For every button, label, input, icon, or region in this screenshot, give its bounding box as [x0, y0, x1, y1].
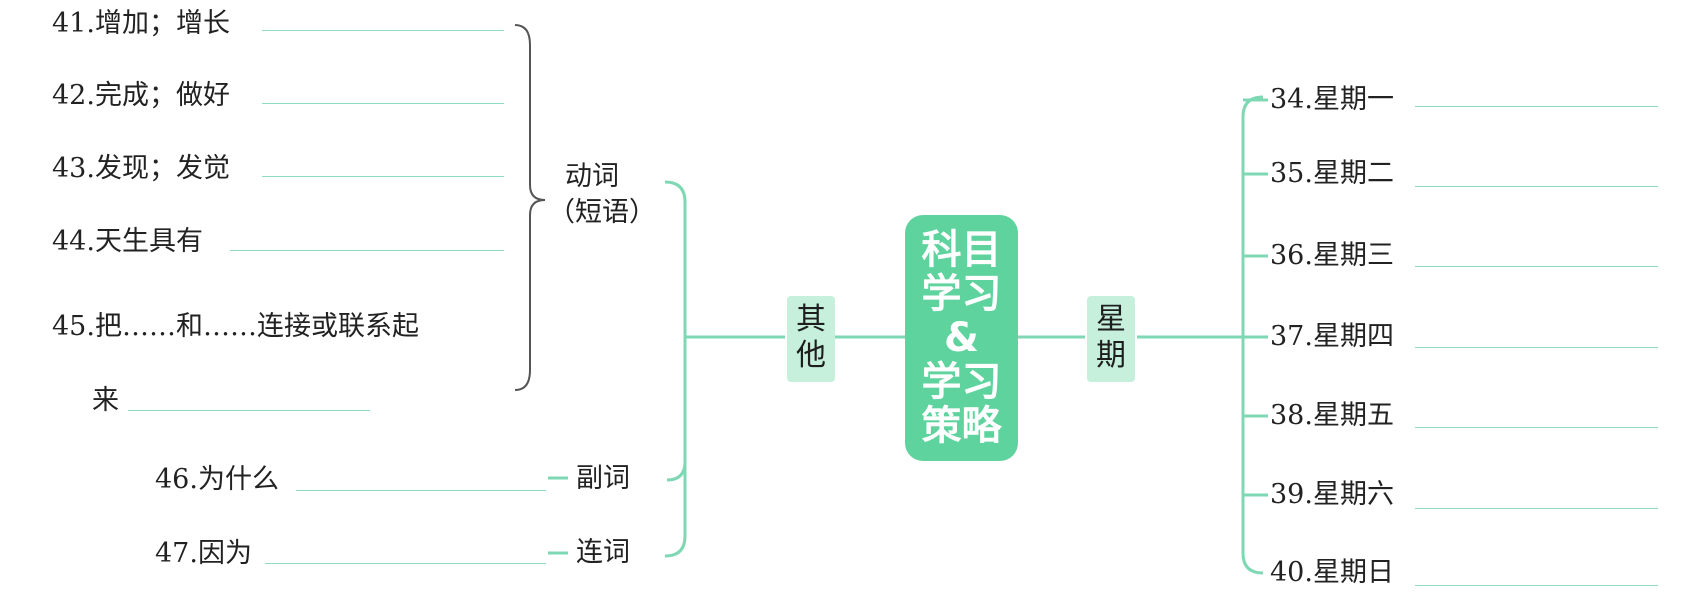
- connector-right-spine: [1241, 95, 1264, 575]
- right-item-37: 37.星期四: [1270, 321, 1394, 352]
- branch-weekday-line-2: 期: [1096, 338, 1126, 373]
- branch-weekday-line-1: 星: [1096, 302, 1126, 337]
- right-item-36: 36.星期三: [1270, 240, 1394, 271]
- left-item-41: 41.增加；增长: [52, 8, 230, 39]
- center-topic-box: 科目 学习 & 学习 策略: [905, 215, 1018, 461]
- blank-39[interactable]: [1415, 508, 1658, 509]
- connector-left-spine: [664, 180, 687, 558]
- conjunction-item-47: 47.因为: [155, 538, 252, 569]
- verb-phrase-label: （短语）: [548, 197, 656, 228]
- left-item-45-cont: 来: [92, 385, 119, 416]
- blank-42[interactable]: [262, 103, 504, 104]
- blank-44[interactable]: [230, 250, 504, 251]
- connector-adverb: [666, 461, 687, 482]
- center-line-4: 学习: [921, 359, 1002, 405]
- blank-38[interactable]: [1415, 427, 1658, 428]
- blank-37[interactable]: [1415, 347, 1658, 348]
- blank-47[interactable]: [265, 563, 546, 564]
- verb-label: 动词: [565, 161, 619, 192]
- branch-other-line-1: 其: [796, 302, 826, 337]
- blank-43[interactable]: [262, 176, 504, 177]
- blank-41[interactable]: [262, 30, 504, 31]
- adverb-item-46: 46.为什么: [155, 464, 279, 495]
- center-line-5: 策略: [921, 403, 1002, 449]
- blank-40[interactable]: [1415, 585, 1658, 586]
- branch-other-line-2: 他: [796, 338, 826, 373]
- left-item-42: 42.完成；做好: [52, 80, 230, 111]
- verb-bracket: [514, 24, 546, 391]
- right-item-34: 34.星期一: [1270, 84, 1394, 115]
- right-item-39: 39.星期六: [1270, 479, 1394, 510]
- center-line-3: &: [944, 315, 979, 361]
- blank-46[interactable]: [296, 490, 546, 491]
- blank-45[interactable]: [128, 410, 370, 411]
- center-line-2: 学习: [921, 271, 1002, 317]
- left-item-45: 45.把……和……连接或联系起: [52, 311, 419, 342]
- right-item-38: 38.星期五: [1270, 400, 1394, 431]
- branch-weekday-box: 星 期: [1087, 296, 1135, 382]
- conjunction-label: 连词: [576, 537, 630, 568]
- blank-35[interactable]: [1415, 186, 1658, 187]
- center-line-1: 科目: [921, 227, 1002, 273]
- adverb-label: 副词: [576, 463, 630, 494]
- left-item-44: 44.天生具有: [52, 226, 203, 257]
- branch-other-box: 其 他: [787, 296, 835, 382]
- blank-36[interactable]: [1415, 266, 1658, 267]
- left-item-43: 43.发现；发觉: [52, 153, 230, 184]
- blank-34[interactable]: [1415, 106, 1658, 107]
- right-item-35: 35.星期二: [1270, 158, 1394, 189]
- right-item-40: 40.星期日: [1270, 557, 1394, 588]
